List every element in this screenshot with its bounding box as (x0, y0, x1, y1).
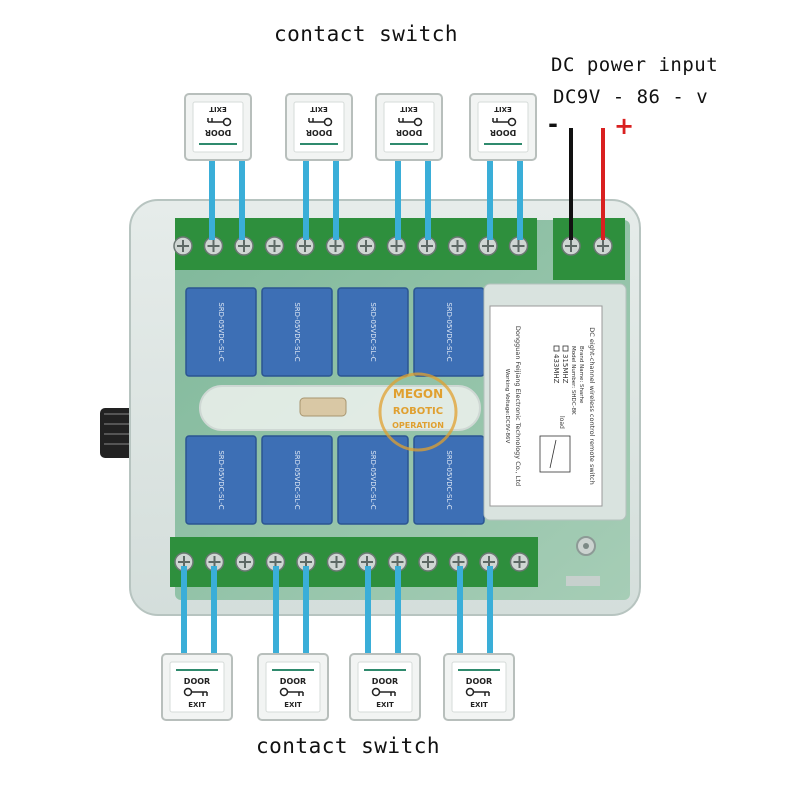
key-icon (207, 117, 232, 127)
top-terminal-screw (447, 236, 468, 256)
relay-model-text: SRD-05VDC-SL-C (369, 302, 377, 361)
bottom-contact-switch-label: contact switch (256, 734, 441, 758)
relay-model-text: SRD-05VDC-SL-C (217, 302, 225, 361)
bottom-terminal-screw (326, 552, 347, 572)
relay-model-text: SRD-05VDC-SL-C (445, 450, 453, 509)
switch-door-text: DOOR (466, 677, 492, 686)
switch-door-text: DOOR (306, 128, 332, 137)
switch-exit-text: EXIT (470, 701, 488, 709)
module-title-text: DC eight-channel wireless control remote… (588, 327, 596, 484)
door-exit-switch: DOOR EXIT (285, 93, 353, 161)
relay-top: SRD-05VDC-SL-C (337, 287, 409, 377)
relay-model-text: SRD-05VDC-SL-C (369, 450, 377, 509)
bottom-terminal-screw (479, 552, 499, 572)
top-terminal-block (173, 218, 625, 280)
door-exit-switch: DOOR EXIT (443, 653, 515, 721)
switch-layer: DOOR EXIT DOOR EXIT DOOR EXIT DOOR EXIT DOOR EXIT… (161, 93, 537, 721)
switch-exit-text: EXIT (284, 701, 302, 709)
power-terminal-negative (561, 236, 581, 256)
switch-exit-text: EXIT (209, 105, 227, 113)
bottom-terminal-screw (357, 552, 377, 572)
dc-voltage-label: DC9V - 86 - v (553, 86, 709, 108)
key-icon (279, 687, 304, 697)
switch-exit-text: EXIT (188, 701, 206, 709)
crystal (299, 397, 347, 417)
relay-top: SRD-05VDC-SL-C (413, 287, 485, 377)
door-exit-switch: DOOR EXIT (375, 93, 443, 161)
key-icon (398, 117, 423, 127)
top-terminal-screw (173, 236, 193, 256)
relay-model-text: SRD-05VDC-SL-C (217, 450, 225, 509)
module-freq-433: 433MHZ (552, 354, 560, 384)
top-terminal-screw (264, 236, 285, 256)
relay-model-text: SRD-05VDC-SL-C (445, 302, 453, 361)
bottom-terminal-screw (235, 552, 255, 572)
key-icon (465, 687, 490, 697)
relay-bottom: SRD-05VDC-SL-C (261, 435, 333, 525)
top-terminal-screw (478, 236, 498, 256)
positive-sign: + (614, 112, 635, 140)
door-exit-switch: DOOR EXIT (469, 93, 537, 161)
door-exit-switch: DOOR EXIT (161, 653, 233, 721)
door-exit-switch: DOOR EXIT (184, 93, 252, 161)
door-exit-switch: DOOR EXIT (349, 653, 421, 721)
negative-sign: - (548, 110, 558, 138)
switch-door-text: DOOR (372, 677, 398, 686)
power-terminal-positive (593, 236, 613, 256)
key-icon (492, 117, 517, 127)
top-terminal-screw (356, 236, 376, 256)
switch-exit-text: EXIT (494, 105, 512, 113)
watermark-line-1: MEGON (393, 387, 443, 401)
relay-top: SRD-05VDC-SL-C (261, 287, 333, 377)
bottom-terminal-screw (418, 552, 438, 572)
top-terminal-screw (203, 236, 224, 256)
switch-exit-text: EXIT (400, 105, 418, 113)
key-icon (183, 687, 208, 697)
top-terminal-screw (295, 236, 315, 256)
module-company-text: Dongguan Feijiang Electronic Technology … (514, 326, 522, 486)
top-contact-switch-label: contact switch (274, 22, 459, 46)
watermark-line-2: ROBOTIC (393, 406, 443, 417)
watermark: MEGON ROBOTIC OPERATION (378, 372, 458, 452)
key-icon (308, 117, 333, 127)
bottom-terminal-screw (174, 552, 194, 572)
antenna (100, 408, 136, 458)
relay-bottom: SRD-05VDC-SL-C (337, 435, 409, 525)
module-brand-text: Brand Name: Sharhe (578, 346, 584, 404)
key-icon (371, 687, 396, 697)
top-terminal-screw (386, 236, 407, 256)
switch-exit-text: EXIT (310, 105, 328, 113)
switch-door-text: DOOR (396, 128, 422, 137)
wire-layer (181, 160, 523, 656)
relay-model-text: SRD-05VDC-SL-C (293, 450, 301, 509)
relay-top: SRD-05VDC-SL-C (185, 287, 257, 377)
watermark-line-3: OPERATION (392, 421, 444, 430)
switch-door-text: DOOR (184, 677, 210, 686)
receiver-module: DC eight-channel wireless control remote… (483, 283, 627, 586)
dc-power-input-label: DC power input (551, 54, 719, 76)
module-model-text: Model Number: SHDC-8K (570, 346, 576, 415)
bottom-terminal-screw (509, 552, 530, 572)
relay-model-text: SRD-05VDC-SL-C (293, 302, 301, 361)
module-load-label: load (558, 416, 565, 429)
module-freq-315: 315MHZ (561, 354, 569, 384)
switch-door-text: DOOR (280, 677, 306, 686)
top-terminal-screw (508, 236, 529, 256)
bottom-terminal-block (170, 537, 538, 587)
relay-bottom: SRD-05VDC-SL-C (185, 435, 257, 525)
switch-exit-text: EXIT (376, 701, 394, 709)
switch-door-text: DOOR (205, 128, 231, 137)
relay-array: SRD-05VDC-SL-C SRD-05VDC-SL-C SRD-05VDC-SL… (185, 287, 485, 525)
door-exit-switch: DOOR EXIT (257, 653, 329, 721)
top-terminal-screw (325, 236, 346, 256)
switch-door-text: DOOR (490, 128, 516, 137)
module-voltage-text: Working Voltage:DC9V-86V (504, 369, 510, 444)
